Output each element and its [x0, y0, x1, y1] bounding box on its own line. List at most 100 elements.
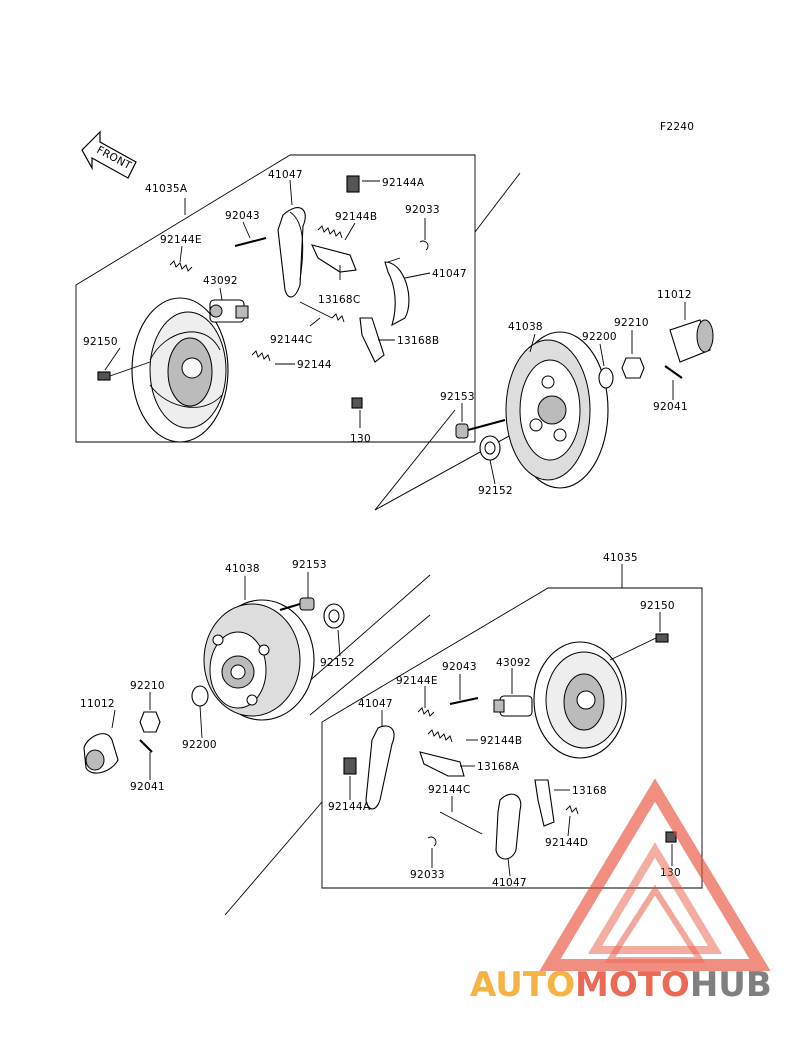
washer-92200-lower	[191, 685, 209, 707]
upper-group: 41035A 41047 92144A 92043 92144B 92033 9…	[75, 154, 714, 511]
label-41038: 41038	[508, 321, 543, 333]
label-13168b: 13168B	[397, 335, 439, 347]
figure-code: F2240	[660, 121, 694, 133]
wheel-cylinder-43092-lower	[493, 695, 533, 717]
label-92210-lower: 92210	[130, 680, 165, 692]
brake-shoe-41047-lower-a	[365, 725, 395, 810]
washer-92200	[598, 367, 614, 389]
label-92144b-lower: 92144B	[480, 735, 522, 747]
label-41047-lower-b: 41047	[492, 877, 527, 889]
spring-92144d	[565, 805, 579, 815]
clip-92144a-lower	[343, 757, 357, 775]
label-13168c: 13168C	[318, 294, 361, 306]
label-13168: 13168	[572, 785, 607, 797]
label-41035a: 41035A	[145, 183, 188, 195]
label-92150: 92150	[83, 336, 118, 348]
pin-92043-lower	[449, 697, 479, 705]
label-41047-b: 41047	[432, 268, 467, 280]
label-130: 130	[350, 433, 371, 445]
label-92043: 92043	[225, 210, 260, 222]
label-92144e-lower: 92144E	[396, 675, 438, 687]
label-41047-lower-a: 41047	[358, 698, 393, 710]
ring-92033-lower	[427, 836, 437, 847]
wheel-cylinder-43092	[209, 299, 249, 323]
brake-shoe-41047-b	[384, 257, 410, 327]
rod-92144c	[299, 301, 333, 319]
watermark-text: AUTOMOTOHUB	[470, 965, 772, 1005]
label-92144c-lower: 92144C	[428, 784, 471, 796]
brake-drum-41038-lower	[203, 599, 315, 721]
label-92144a: 92144A	[382, 177, 425, 189]
bolt-92150-lower	[609, 633, 669, 661]
label-11012-lower: 11012	[80, 698, 115, 710]
label-92153: 92153	[440, 391, 475, 403]
spring-92144c	[331, 313, 345, 323]
label-43092: 43092	[203, 275, 238, 287]
hub-cap-11012-lower	[83, 733, 119, 774]
label-92210: 92210	[614, 317, 649, 329]
pin-92043	[234, 237, 267, 247]
cotter-92041	[664, 365, 683, 379]
label-92153-lower: 92153	[292, 559, 327, 571]
label-41035: 41035	[603, 552, 638, 564]
label-13168a: 13168A	[477, 761, 520, 773]
label-92200-lower: 92200	[182, 739, 217, 751]
nut-92210-lower	[139, 711, 161, 733]
lower-frame	[321, 587, 703, 889]
label-92144a-lower: 92144A	[328, 801, 371, 813]
ring-92033	[419, 240, 429, 251]
label-130-lower: 130	[660, 867, 681, 879]
lower-group: 41038 92153 41035 92150 92152 92043 4309…	[80, 552, 703, 916]
nut-130-lower	[665, 831, 677, 843]
label-92041: 92041	[653, 401, 688, 413]
label-41038-lower: 41038	[225, 563, 260, 575]
watermark-logo: AUTOMOTOHUB	[470, 778, 772, 1005]
lever-13168	[534, 779, 555, 827]
upper-drum-frame-b	[374, 409, 456, 511]
label-92152-lower: 92152	[320, 657, 355, 669]
label-92200: 92200	[582, 331, 617, 343]
lever-13168b	[359, 317, 385, 363]
label-92144e: 92144E	[160, 234, 202, 246]
upper-frame	[75, 154, 476, 443]
hub-cap-11012-upper	[669, 319, 714, 363]
label-41047-a: 41047	[268, 169, 303, 181]
rod-92144c-lower	[439, 811, 483, 835]
lower-frame-link	[224, 801, 323, 916]
label-92144b: 92144B	[335, 211, 377, 223]
upper-leaders	[104, 179, 686, 485]
hub-bolt-92153	[455, 419, 506, 439]
backing-plate	[131, 297, 229, 443]
spring-92144	[251, 350, 271, 362]
label-11012: 11012	[657, 289, 692, 301]
label-92041-lower: 92041	[130, 781, 165, 793]
label-92144: 92144	[297, 359, 332, 371]
upper-frame-link	[474, 172, 521, 233]
label-92152: 92152	[478, 485, 513, 497]
label-92043-lower: 92043	[442, 661, 477, 673]
label-92033-lower: 92033	[410, 869, 445, 881]
bolt-92150	[97, 361, 151, 381]
brake-drum-41038-upper	[505, 331, 609, 489]
front-arrow-icon: FRONT	[81, 130, 137, 179]
spring-92144b	[317, 225, 343, 239]
lower-drum-frame-b	[309, 614, 431, 716]
label-92144c: 92144C	[270, 334, 313, 346]
lever-13168c	[311, 244, 357, 273]
spring-92144e	[169, 260, 193, 272]
label-92144d: 92144D	[545, 837, 588, 849]
lever-13168a	[419, 751, 465, 777]
label-92150-lower: 92150	[640, 600, 675, 612]
clip-92144a	[346, 175, 360, 193]
nut-130	[351, 397, 363, 409]
cotter-92041-lower	[139, 739, 153, 753]
brake-shoe-41047-a	[277, 207, 306, 298]
lower-leaders	[111, 564, 673, 877]
spring-92144e-lower	[417, 707, 435, 717]
label-43092-lower: 43092	[496, 657, 531, 669]
nut-92210	[621, 357, 645, 379]
backing-plate-lower	[533, 641, 627, 759]
hub-bolt-92153-lower	[279, 597, 315, 611]
